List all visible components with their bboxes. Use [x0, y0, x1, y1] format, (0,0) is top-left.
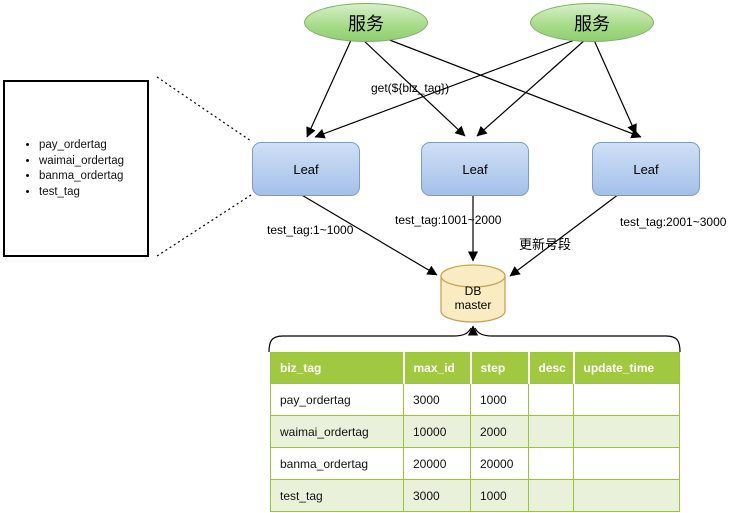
table-cell: 1000	[470, 383, 529, 416]
leaf-node-2: Leaf	[421, 142, 529, 196]
table-cell: 20000	[403, 447, 471, 480]
table-cell	[573, 415, 680, 448]
edge-service2-leaf3	[593, 39, 637, 135]
leaf-label: Leaf	[633, 161, 659, 177]
table-cell	[528, 415, 574, 448]
table-cell	[573, 383, 680, 416]
table-cell	[528, 479, 574, 512]
table-cell: 3000	[403, 383, 471, 416]
edge-service1-leaf3	[373, 33, 642, 139]
table-cell	[573, 447, 680, 480]
table-row: test_tag 3000 1000	[270, 479, 680, 512]
table-cell: test_tag	[270, 479, 404, 512]
list-item: banma_ordertag	[39, 169, 147, 185]
db-cylinder	[440, 264, 506, 323]
table-cell: waimai_ordertag	[270, 415, 404, 448]
edge-leaf3-db	[509, 193, 620, 277]
list-item: test_tag	[39, 185, 147, 201]
table-cell	[573, 479, 680, 512]
dotted-callout-top	[156, 76, 252, 142]
leaf-label: Leaf	[293, 161, 319, 177]
edge-leaf1-db	[299, 193, 438, 276]
table-row: waimai_ordertag 10000 2000	[270, 415, 680, 448]
biz-tag-table: biz_tag max_id step desc update_time pay…	[270, 352, 680, 512]
edge-service1-leaf1	[306, 37, 353, 138]
table-cell	[528, 383, 574, 416]
service-node-2: 服务	[530, 3, 654, 42]
edge-service2-leaf2	[476, 38, 587, 137]
leaf-node-1: Leaf	[252, 142, 360, 196]
edge-label-leaf1-range: test_tag:1~1000	[267, 223, 354, 237]
table-cell: 20000	[470, 447, 529, 480]
leaf-node-3: Leaf	[592, 142, 700, 196]
table-cell	[528, 447, 574, 480]
table-cell: 10000	[403, 415, 471, 448]
db-label-line2: master	[454, 298, 492, 312]
service-label: 服务	[574, 13, 610, 34]
edge-service1-leaf2	[361, 38, 466, 137]
table-header-row: biz_tag max_id step desc update_time	[270, 352, 680, 384]
edge-label-leaf2-range: test_tag:1001~2000	[395, 213, 502, 227]
db-label-line1: DB	[464, 284, 482, 298]
list-item: waimai_ordertag	[39, 154, 147, 170]
leaf-label: Leaf	[462, 161, 488, 177]
table-cell: pay_ordertag	[270, 383, 404, 416]
table-cell: banma_ordertag	[270, 447, 404, 480]
dotted-callout-bottom	[156, 194, 252, 257]
table-row: pay_ordertag 3000 1000	[270, 383, 680, 416]
edge-label-leaf3-range: test_tag:2001~3000	[620, 215, 727, 229]
table-to-db-brace	[268, 325, 681, 353]
header-cell-biz-tag: biz_tag	[270, 352, 405, 384]
header-cell-desc: desc	[528, 352, 575, 384]
request-label: get(${biz_tag})	[371, 81, 450, 95]
biz-tag-list-box: pay_ordertag waimai_ordertag banma_order…	[3, 80, 149, 257]
table-cell: 1000	[470, 479, 529, 512]
biz-tag-list: pay_ordertag waimai_ordertag banma_order…	[5, 138, 147, 200]
header-cell-step: step	[470, 352, 530, 384]
table-cell: 2000	[470, 415, 529, 448]
service-label: 服务	[348, 13, 384, 34]
table-row: banma_ordertag 20000 20000	[270, 447, 680, 480]
list-item: pay_ordertag	[39, 138, 147, 154]
db-label: DB master	[441, 284, 505, 312]
edge-label-update-segment: 更新号段	[519, 237, 572, 252]
header-cell-update-time: update_time	[573, 352, 680, 384]
table-cell: 3000	[403, 479, 471, 512]
service-node-1: 服务	[304, 3, 428, 42]
edge-service2-leaf1	[314, 37, 581, 139]
header-cell-max-id: max_id	[403, 352, 472, 384]
